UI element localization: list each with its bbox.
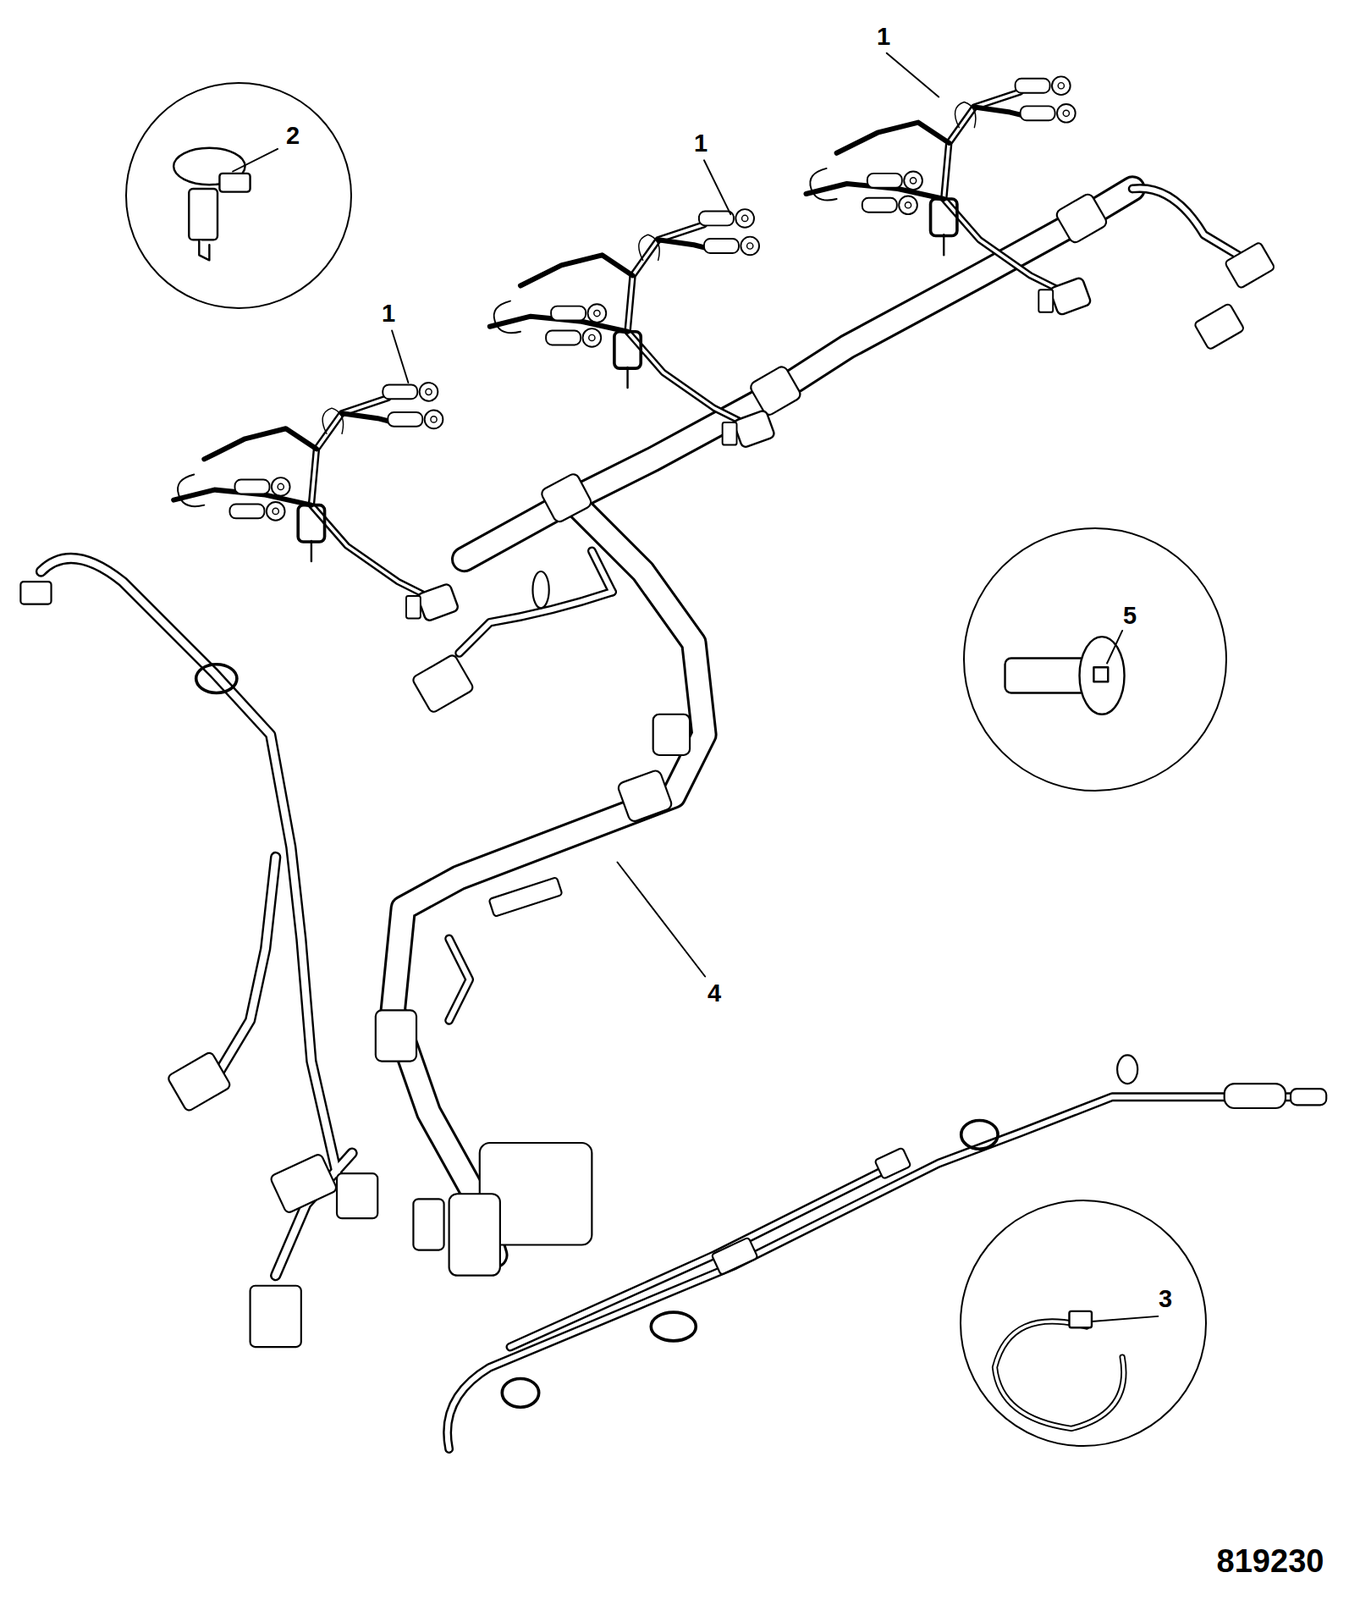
detail-circle: 3 (958, 1198, 1208, 1448)
callout-number: 1 (693, 131, 708, 156)
detail-circle: 5 (962, 526, 1228, 793)
circle-outline (962, 526, 1228, 793)
callout-number: 5 (1123, 603, 1137, 628)
callout-number: 4 (707, 980, 722, 1006)
callout-number: 3 (1158, 1286, 1173, 1311)
figure-number: 819230 (1216, 1544, 1325, 1577)
detail-circle: 2 (124, 81, 353, 310)
circle-outline (958, 1198, 1208, 1448)
callout-number: 2 (286, 123, 300, 149)
circle-outline (124, 81, 353, 310)
callout-number: 1 (381, 301, 396, 326)
callout-number: 1 (876, 24, 891, 50)
